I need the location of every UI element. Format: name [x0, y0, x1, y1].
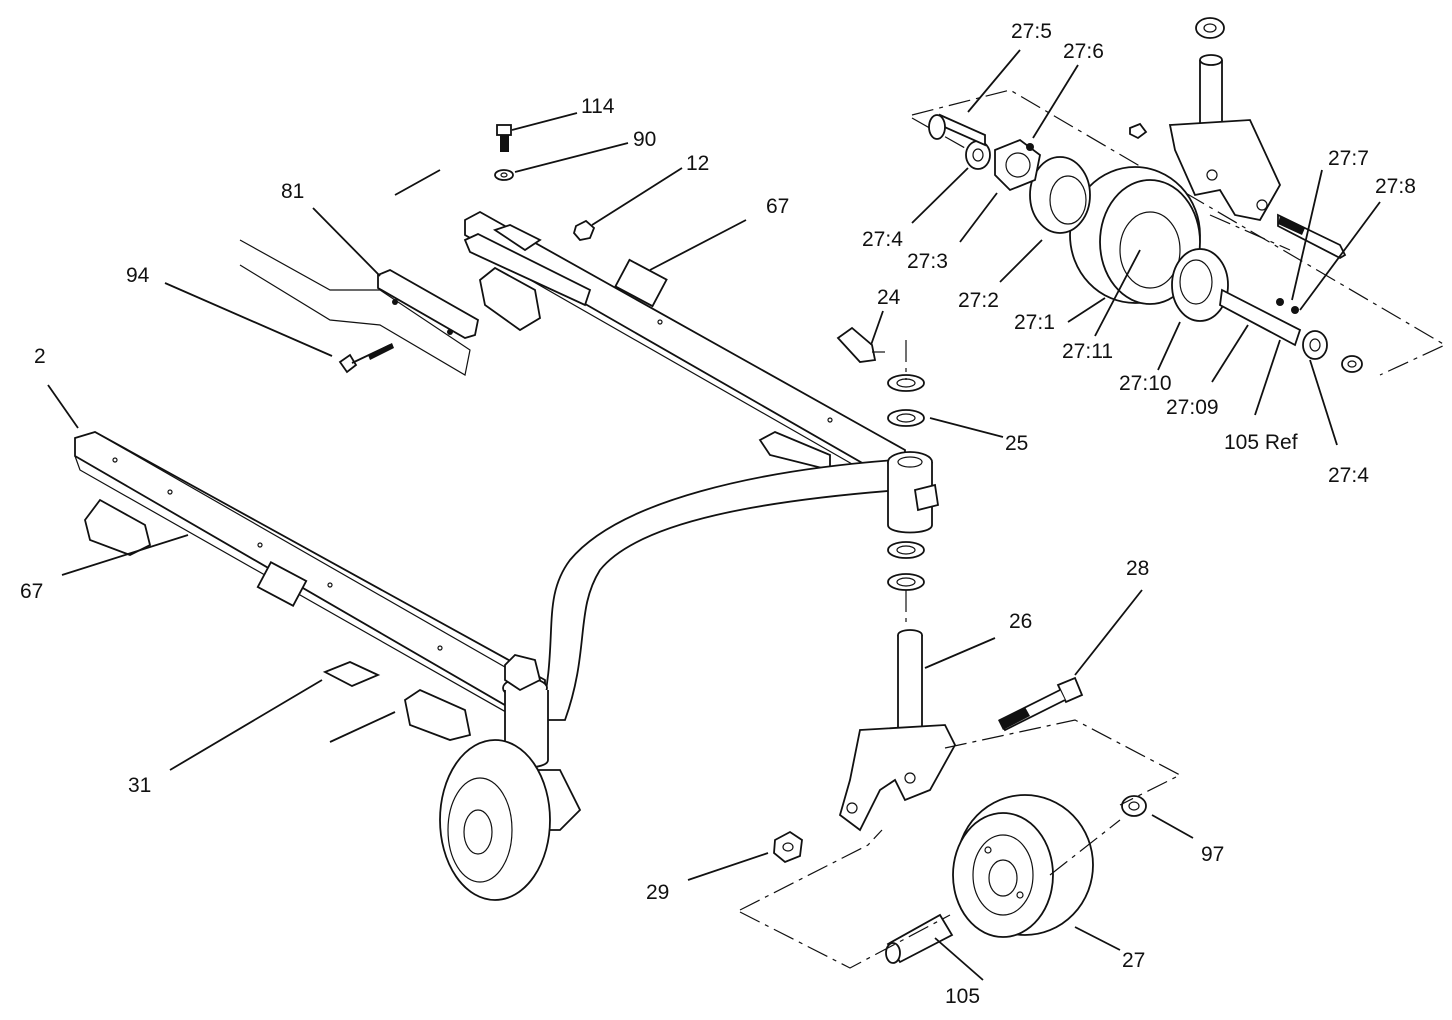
- washers-25: [887, 374, 925, 591]
- callout-67-top: 67: [766, 195, 789, 218]
- pointer-dash-31: [329, 711, 396, 743]
- callout-29: 29: [646, 881, 669, 904]
- callout-25: 25: [1005, 432, 1028, 455]
- wheel-27: [952, 794, 1094, 938]
- leader-lines: [47, 49, 1381, 981]
- callout-31: 31: [128, 774, 151, 797]
- nut-29: [773, 830, 803, 864]
- callout-27: 27: [1122, 949, 1145, 972]
- callout-114: 114: [581, 95, 615, 118]
- callout-27-6: 27:6: [1063, 40, 1104, 63]
- wheel-detail-assembly: [911, 17, 1447, 376]
- callout-90: 90: [633, 128, 656, 151]
- frame-cross-tube: [538, 459, 902, 721]
- washer-97: [1121, 795, 1147, 817]
- callout-67-left: 67: [20, 580, 43, 603]
- caster-housing-right: [887, 451, 940, 534]
- callout-24: 24: [877, 286, 901, 309]
- callout-105-ref: 105 Ref: [1224, 431, 1298, 454]
- spacer-31: [322, 661, 381, 687]
- callout-27-1: 27:1: [1014, 311, 1055, 334]
- nut-12: [573, 219, 596, 241]
- bolt-94: [338, 343, 394, 374]
- callout-105: 105: [945, 985, 980, 1008]
- grease-fitting-24: [836, 326, 885, 363]
- plate-81: [239, 239, 480, 376]
- callout-27-7: 27:7: [1328, 147, 1369, 170]
- pointer-dash-top: [394, 169, 441, 196]
- callout-12: 12: [686, 152, 709, 175]
- caster-assembly-left: [439, 654, 582, 901]
- callout-26: 26: [1009, 610, 1032, 633]
- caster-fork-26: [838, 629, 957, 832]
- callout-labels: 114 90 12 81 67 94 2 67 24 25 26 28 31 2…: [20, 20, 1416, 1008]
- bolt-28: [998, 676, 1084, 732]
- callout-27-09: 27:09: [1166, 396, 1219, 419]
- callout-27-4-right: 27:4: [1328, 464, 1369, 487]
- callout-81: 81: [281, 180, 304, 203]
- callout-27-4-left: 27:4: [862, 228, 903, 251]
- callout-27-10: 27:10: [1119, 372, 1172, 395]
- spacer-105: [885, 913, 954, 964]
- callout-2: 2: [34, 345, 46, 368]
- mount-plate-top: [463, 224, 592, 307]
- callout-27-5: 27:5: [1011, 20, 1052, 43]
- callout-97: 97: [1201, 843, 1224, 866]
- callout-27-8: 27:8: [1375, 175, 1416, 198]
- callout-27-3: 27:3: [907, 250, 948, 273]
- frame-left-rail: [74, 431, 546, 741]
- callout-28: 28: [1126, 557, 1149, 580]
- callout-94: 94: [126, 264, 150, 287]
- callout-27-11: 27:11: [1062, 340, 1113, 363]
- washer-90: [494, 169, 514, 181]
- callout-27-2: 27:2: [958, 289, 999, 312]
- bolt-114: [496, 124, 512, 152]
